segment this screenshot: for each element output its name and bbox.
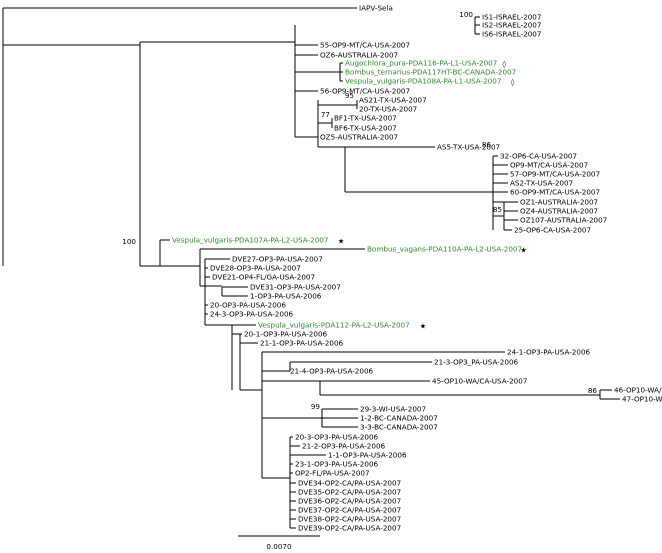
taxon-label: 1-2-BC-CANADA-2007: [360, 414, 438, 423]
taxon-label: Vespula_vulgaris-PDA107A-PA-L2-USA-2007: [172, 236, 328, 245]
diamond-marker-icon: ◊: [503, 60, 507, 69]
taxon-label: DVE37-OP2-CA/PA-USA-2007: [298, 506, 401, 515]
taxon-label: 21-1-OP3-PA-USA-2006: [260, 339, 344, 348]
taxon-label: IS6-ISRAEL-2007: [482, 30, 541, 39]
bootstrap-value: 86: [588, 386, 598, 395]
taxon-label: IS1-ISRAEL-2007: [482, 13, 541, 22]
taxon-label: 60-OP9-MT/CA-USA-2007: [510, 188, 600, 197]
taxon-label: OZ107-AUSTRALIA-2007: [520, 216, 607, 225]
bootstrap-value: 95: [345, 91, 354, 100]
taxon-label: 45-OP10-WA/CA-USA-2007: [432, 377, 527, 386]
diamond-marker-icon: ◊: [511, 78, 515, 87]
taxon-label: 3-3-BC-CANADA-2007: [360, 423, 438, 432]
taxon-label: 47-OP10-WA/CA-USA-2007: [622, 395, 662, 404]
taxon-label: DVE35-OP2-CA/PA-USA-2007: [298, 488, 401, 497]
taxon-label: OZ1-AUSTRALIA-2007: [520, 198, 598, 207]
taxon-label: 24-1-OP3-PA-USA-2006: [507, 348, 591, 357]
taxon-label: 21-3-OP3_PA-USA-2006: [434, 358, 519, 367]
taxon-label: DVE39-OP2-CA/PA-USA-2007: [298, 524, 401, 533]
taxon-label: 46-OP10-WA/CA-USA-2007: [614, 386, 662, 395]
taxon-label: 56-OP9-MT/CA-USA-2007: [320, 87, 410, 96]
star-marker-icon: ★: [520, 246, 526, 255]
taxon-label: DVE34-OP2-CA/PA-USA-2007: [298, 479, 401, 488]
star-marker-icon: ★: [338, 237, 344, 246]
taxon-label: 20-3-OP3-PA-USA-2006: [295, 433, 379, 442]
taxon-label: OP9-MT/CA-USA-2007: [510, 161, 588, 170]
taxon-label: DVE21-OP4-FL/GA-USA-2007: [212, 273, 315, 282]
tree-branches: [2, 7, 620, 529]
taxon-labels: IAPV-SelaIS1-ISRAEL-2007IS2-ISRAEL-2007I…: [172, 4, 662, 533]
taxon-label: Vespula_vulgaris-PDA112-PA-L2-USA-2007: [258, 321, 410, 330]
taxon-label: OZ5-AUSTRALIA-2007: [320, 133, 398, 142]
bootstrap-value: 86: [482, 140, 492, 149]
taxon-label: DVE27-OP3-PA-USA-2007: [232, 255, 323, 264]
taxon-label: 21-2-OP3-PA-USA-2006: [302, 442, 386, 451]
bootstrap-value: 99: [311, 402, 321, 411]
taxon-label: BF6-TX-USA-2007: [334, 124, 397, 133]
scale-bar: 0.0070: [238, 535, 320, 551]
taxon-label: 1-1-OP3-PA-USA-2006: [328, 451, 407, 460]
taxon-label: Bombus_vagans-PDA110A-PA-L2-USA-2007: [367, 245, 522, 254]
taxon-label: Augochlora_pura-PDA116-PA-L1-USA-2007: [345, 59, 497, 68]
bootstrap-values: 100 95 77 86 85 100 86 99: [122, 10, 597, 411]
taxon-label: DVE36-OP2-CA/PA-USA-2007: [298, 497, 401, 506]
taxon-label: 57-OP9-MT/CA-USA-2007: [510, 170, 600, 179]
taxon-label: IS2-ISRAEL-2007: [482, 21, 541, 30]
taxon-label: OZ6-AUSTRALIA-2007: [320, 51, 398, 60]
star-marker-icon: ★: [420, 322, 426, 331]
taxon-label: AS5-TX-USA-2007: [437, 143, 500, 152]
taxon-label: OZ4-AUSTRALIA-2007: [520, 207, 598, 216]
taxon-label: 1-OP3-PA-USA-2006: [250, 292, 322, 301]
taxon-label: 23-1-OP3-PA-USA-2006: [295, 460, 379, 469]
taxon-label: IAPV-Sela: [359, 4, 393, 13]
taxon-label: OP2-FL/PA-USA-2007: [295, 469, 370, 478]
taxon-label: AS21-TX-USA-2007: [359, 96, 427, 105]
taxon-label: 20-TX-USA-2007: [359, 105, 417, 114]
bootstrap-value: 77: [321, 110, 330, 119]
scale-bar-label: 0.0070: [266, 542, 292, 551]
taxon-label: DVE28-OP3-PA-USA-2007: [210, 264, 301, 273]
bootstrap-value: 100: [459, 10, 473, 19]
taxon-label: 20-1-OP3-PA-USA-2006: [244, 330, 328, 339]
taxon-label: 20-OP3-PA-USA-2006: [210, 301, 286, 310]
bootstrap-value: 85: [493, 205, 502, 214]
taxon-label: 55-OP9-MT/CA-USA-2007: [320, 41, 410, 50]
taxon-label: 24-3-OP3-PA-USA-2006: [210, 310, 294, 319]
taxon-label: 32-OP6-CA-USA-2007: [500, 152, 577, 161]
taxon-label: Vespula_vulgaris-PDA108A-PA-L1-USA-2007: [345, 77, 501, 86]
taxon-label: DVE38-OP2-CA/PA-USA-2007: [298, 515, 401, 524]
taxon-label: 29-3-WI-USA-2007: [360, 405, 426, 414]
taxon-label: DVE31-OP3-PA-USA-2007: [250, 283, 341, 292]
bootstrap-value: 100: [122, 237, 136, 246]
taxon-label: 25-OP6-CA-USA-2007: [514, 226, 591, 235]
taxon-label: 21-4-OP3-PA-USA-2006: [290, 367, 374, 376]
taxon-label: BF1-TX-USA-2007: [334, 114, 397, 123]
taxon-label: Bombus_ternarius-PDA117HT-BC-CANADA-2007: [345, 68, 516, 77]
taxon-label: AS2-TX-USA-2007: [510, 179, 573, 188]
